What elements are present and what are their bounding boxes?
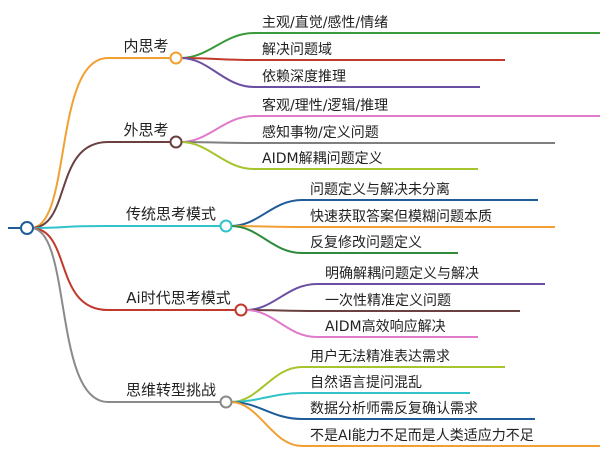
leaf-connector xyxy=(245,309,520,312)
branch-connector xyxy=(30,227,236,311)
leaf-label[interactable]: 解决问题域 xyxy=(262,42,332,58)
leaf-connector xyxy=(230,401,600,447)
leaf-label[interactable]: 问题定义与解决未分离 xyxy=(310,181,450,198)
leaf-connector xyxy=(180,141,555,144)
leaf-connector xyxy=(180,57,505,61)
leaf-label[interactable]: 一次性精准定义问题 xyxy=(325,293,451,309)
leaf-connector xyxy=(180,57,480,88)
leaf-connector xyxy=(245,283,545,311)
leaf-connector xyxy=(180,32,600,59)
branch-label[interactable]: Ai时代思考模式 xyxy=(126,289,230,307)
branch-connector xyxy=(30,57,171,229)
branch-label[interactable]: 传统思考模式 xyxy=(126,205,216,223)
branch-node[interactable] xyxy=(219,219,233,233)
leaf-label[interactable]: 主观/直觉/感性/情绪 xyxy=(262,14,388,31)
leaf-connector xyxy=(180,115,600,143)
branch-node[interactable] xyxy=(169,135,183,149)
leaf-label[interactable]: 依赖深度推理 xyxy=(262,69,346,85)
leaf-label[interactable]: AIDM高效响应解决 xyxy=(325,318,446,335)
branch-node[interactable] xyxy=(234,303,248,317)
branch-label[interactable]: 思维转型挑战 xyxy=(126,381,216,399)
branch-label[interactable]: 内思考 xyxy=(123,37,168,55)
leaf-connector xyxy=(230,225,555,228)
branch-node[interactable] xyxy=(219,395,233,409)
leaf-label[interactable]: 自然语言提问混乱 xyxy=(310,374,422,391)
connector-layer xyxy=(30,32,600,447)
leaf-connector xyxy=(245,309,478,338)
leaf-label[interactable]: 反复修改问题定义 xyxy=(310,234,422,251)
leaf-label[interactable]: 快速获取答案但模糊问题本质 xyxy=(310,208,492,225)
branch-node[interactable] xyxy=(169,51,183,65)
leaf-label[interactable]: 数据分析师需反复确认需求 xyxy=(310,400,478,417)
branch-connector xyxy=(30,141,171,229)
leaf-label[interactable]: 明确解耦问题定义与解决 xyxy=(325,266,479,282)
leaf-connector xyxy=(180,141,478,170)
branch-label[interactable]: 外思考 xyxy=(123,121,168,139)
root-node[interactable] xyxy=(20,221,34,235)
leaf-connector xyxy=(230,225,458,254)
leaf-label[interactable]: 客观/理性/逻辑/推理 xyxy=(262,97,388,114)
branch-connector xyxy=(30,227,221,403)
branch-connector xyxy=(30,225,221,229)
leaf-label[interactable]: 不是AI能力不足而是人类适应力不足 xyxy=(310,427,534,444)
leaf-label[interactable]: AIDM解耦问题定义 xyxy=(262,151,383,167)
leaf-label[interactable]: 用户无法精准表达需求 xyxy=(310,348,450,365)
leaf-connector xyxy=(230,199,538,227)
leaf-label[interactable]: 感知事物/定义问题 xyxy=(262,124,379,141)
